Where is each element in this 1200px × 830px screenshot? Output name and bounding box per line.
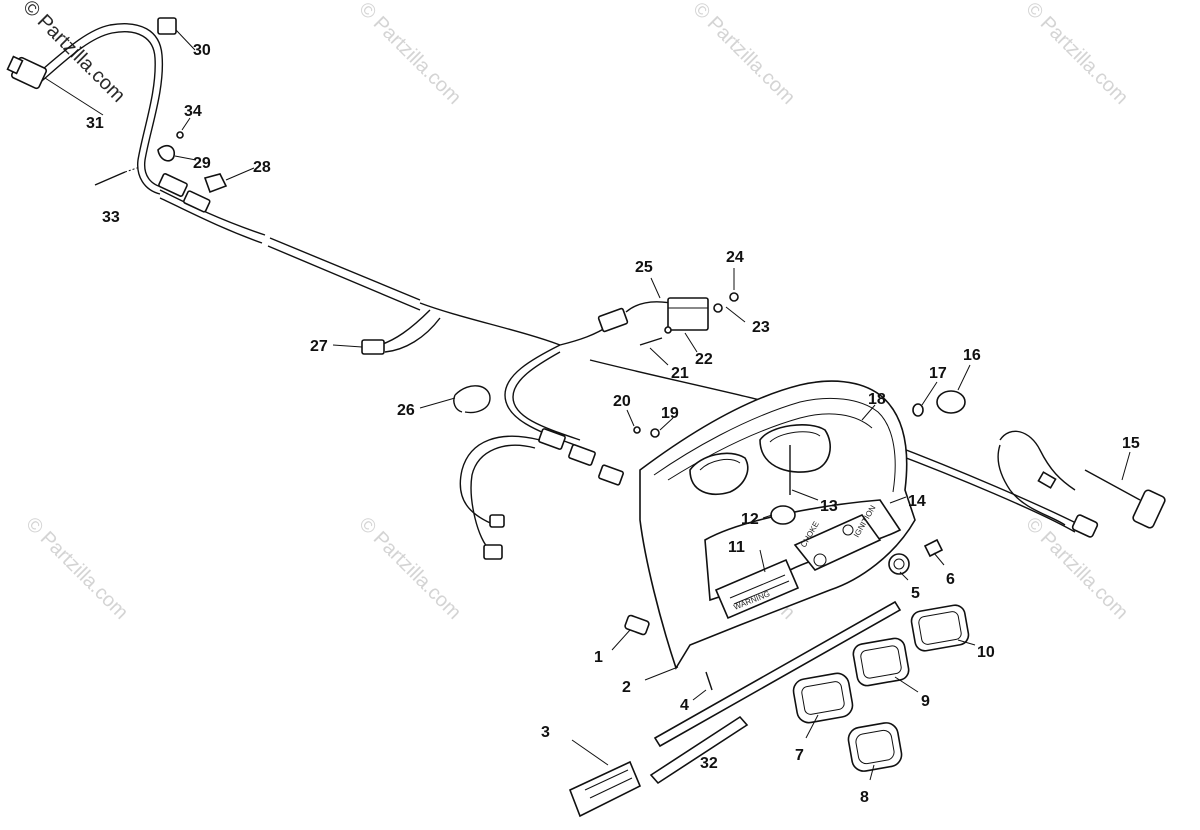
callout-label: 20: [613, 393, 631, 410]
callout-label: 17: [929, 365, 947, 382]
callout-label: 15: [1122, 435, 1140, 452]
callout-label: 24: [726, 249, 744, 266]
watermarks: © Partzilla.com © Partzilla.com © Partzi…: [18, 0, 1132, 624]
watermark: © Partzilla.com: [688, 0, 799, 109]
callout-label: 12: [741, 511, 759, 528]
leader-lines: [44, 29, 1131, 781]
watermark: © Partzilla.com: [1021, 0, 1132, 109]
callout-label: 30: [193, 42, 211, 59]
callout-label: 23: [752, 319, 770, 336]
callout-label: 5: [911, 585, 920, 602]
trim-and-lamps: [568, 600, 970, 818]
callout-label: 19: [661, 405, 679, 422]
wiring-harness: [6, 17, 1166, 560]
callout-label: 31: [86, 115, 104, 132]
callout-label: 6: [946, 571, 955, 588]
callout-label: 3: [541, 724, 550, 741]
callout-label: 29: [193, 155, 211, 172]
callout-label: 11: [728, 539, 745, 556]
callout-label: 16: [963, 347, 981, 364]
callout-labels: 1 2 3 4 5 6 7 8 9 10 11 12 13 14 15 16 1…: [86, 42, 1140, 806]
callout-label: 22: [695, 351, 713, 368]
callout-label: 26: [397, 402, 415, 419]
loose-parts: [157, 131, 966, 691]
watermark: © Partzilla.com: [21, 513, 132, 624]
callout-label: 33: [102, 209, 120, 226]
callout-label: 10: [977, 644, 995, 661]
watermark: © Partzilla.com: [354, 513, 465, 624]
callout-label: 8: [860, 789, 869, 806]
callout-label: 27: [310, 338, 328, 355]
callout-label: 1: [594, 649, 603, 666]
callout-label: 13: [820, 498, 838, 515]
callout-label: 9: [921, 693, 930, 710]
callout-label: 7: [795, 747, 804, 764]
dash-console: WARNING CHOKE IGNITION: [639, 380, 916, 670]
callout-label: 28: [253, 159, 271, 176]
callout-label: 25: [635, 259, 653, 276]
callout-label: 14: [908, 493, 926, 510]
watermark: © Partzilla.com: [354, 0, 465, 109]
callout-label: 32: [700, 755, 718, 772]
callout-label: 18: [868, 391, 886, 408]
callout-label: 4: [680, 697, 689, 714]
callout-label: 21: [671, 365, 689, 382]
callout-label: 34: [184, 103, 202, 120]
callout-label: 2: [622, 679, 631, 696]
